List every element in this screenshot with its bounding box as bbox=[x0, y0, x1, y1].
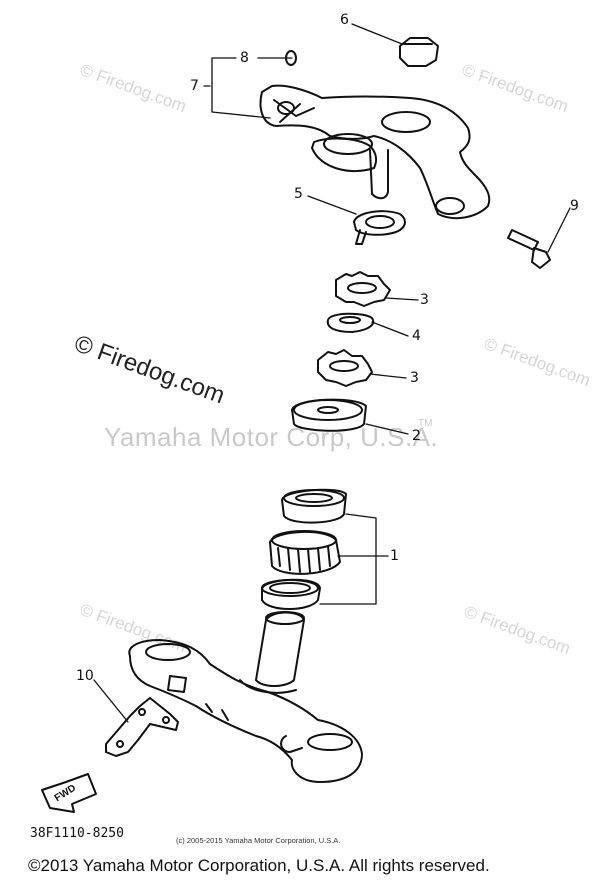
fwd-arrow-icon bbox=[41, 773, 97, 813]
callout-4: 4 bbox=[412, 328, 421, 344]
lower-bracket-stem bbox=[128, 611, 363, 783]
part-5-lock-washer bbox=[353, 210, 406, 245]
callout-1: 1 bbox=[390, 548, 399, 564]
small-copyright: (c) 2005-2015 Yamaha Motor Corporation, … bbox=[176, 836, 341, 845]
diagram-part-code: 38F1110-8250 bbox=[30, 826, 124, 841]
watermark-yamaha: Yamaha Motor Corp, U.S.A. bbox=[104, 422, 439, 452]
part-1-bearing-upper-race bbox=[281, 488, 347, 524]
part-3-ring-nut-lower bbox=[317, 349, 373, 387]
part-9-pinch-bolt bbox=[507, 229, 551, 269]
part-1-bearing-cone bbox=[269, 530, 341, 575]
part-10-bracket bbox=[105, 697, 179, 757]
callout-5: 5 bbox=[294, 186, 303, 202]
part-1-bearing-lower-race bbox=[261, 578, 321, 610]
callout-8: 8 bbox=[240, 50, 249, 66]
watermark-tm: TM bbox=[418, 418, 433, 429]
part-7-upper-bracket bbox=[259, 84, 491, 220]
part-6-stem-nut bbox=[399, 37, 439, 67]
callout-9: 9 bbox=[570, 198, 579, 214]
callout-2: 2 bbox=[412, 428, 421, 444]
footer-copyright: ©2013 Yamaha Motor Corporation, U.S.A. A… bbox=[28, 856, 490, 875]
part-2-cover bbox=[291, 398, 367, 432]
callout-6: 6 bbox=[340, 12, 349, 28]
callout-3-lower: 3 bbox=[410, 370, 419, 386]
callout-10: 10 bbox=[76, 668, 94, 684]
callout-7: 7 bbox=[190, 78, 199, 94]
part-3-ring-nut-upper bbox=[335, 271, 391, 307]
callout-3-upper: 3 bbox=[420, 292, 429, 308]
part-4-washer bbox=[326, 312, 375, 333]
